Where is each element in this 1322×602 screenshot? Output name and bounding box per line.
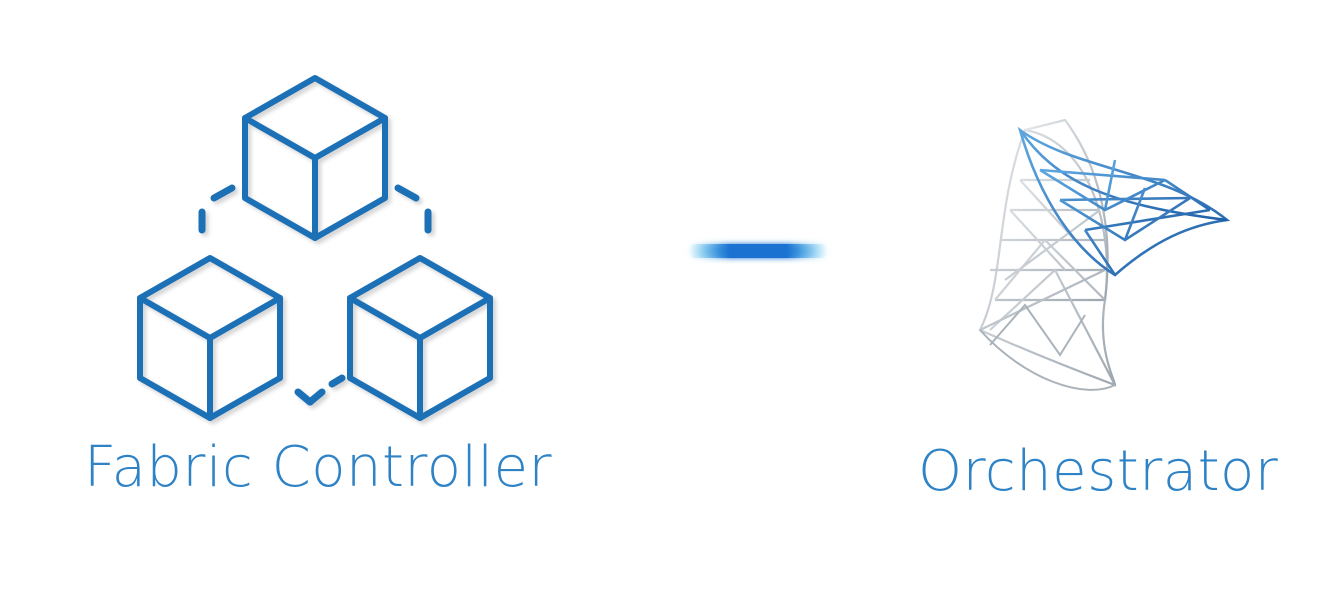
dashed-connectors	[198, 184, 432, 406]
cube-cluster-icon	[130, 70, 510, 430]
orchestrator-label: Orchestrator	[918, 439, 1279, 504]
connection-line	[528, 226, 958, 276]
connection-line-pulse	[688, 244, 828, 258]
bottom-right-cube-icon	[347, 255, 493, 421]
fabric-controller-label: Fabric Controller	[84, 435, 553, 500]
orchestrator-logo-icon	[965, 100, 1245, 400]
bottom-left-cube-icon	[137, 255, 283, 421]
top-cube-icon	[242, 75, 388, 241]
